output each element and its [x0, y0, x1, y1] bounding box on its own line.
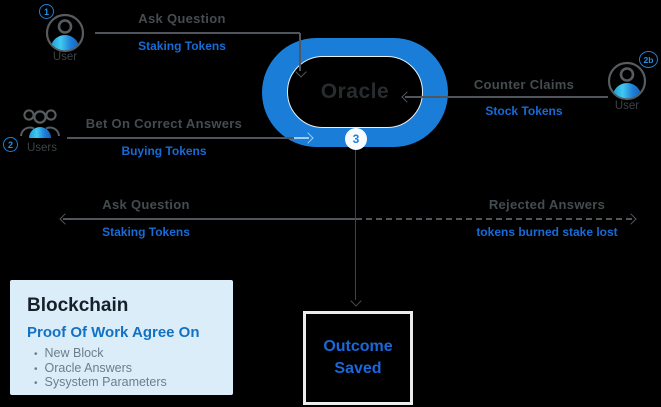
step-badge-2: 2: [3, 137, 18, 152]
edge-rejected-title: Rejected Answers: [488, 197, 606, 212]
edge-ask-question-top-elbow: [299, 33, 301, 71]
outcome-saved-line2: Saved: [334, 360, 382, 377]
blockchain-panel-title: Blockchain: [27, 295, 129, 316]
edge-rejected-dashed-line: [356, 217, 632, 220]
edge-ask-question-mid-line: [63, 218, 356, 220]
user1-label: User: [52, 51, 78, 63]
edge-counter-claims-line: [405, 96, 608, 98]
outcome-saved-box: Outcome Saved: [303, 311, 413, 405]
step-badge-1: 1: [39, 4, 54, 19]
arrow-right-icon: [625, 213, 637, 225]
list-item: New Block: [34, 346, 233, 362]
oracle-label: Oracle: [320, 80, 390, 103]
edge-ask-question-top-line: [95, 32, 300, 34]
edge-ask-question-top-title: Ask Question: [138, 11, 226, 26]
edge-ask-question-mid-subtitle: Staking Tokens: [102, 225, 190, 239]
step-badge-3: 3: [345, 128, 367, 150]
blockchain-panel-list: New Block Oracle Answers Sysystem Parame…: [27, 346, 233, 391]
edge-counter-claims-subtitle: Stock Tokens: [485, 104, 563, 118]
blockchain-panel-subtitle: Proof Of Work Agree On: [27, 324, 200, 341]
edge-bet-line-over-ring: [294, 137, 309, 139]
list-item: Sysystem Parameters: [34, 375, 233, 391]
edge-ask-question-top-subtitle: Staking Tokens: [138, 39, 226, 53]
user2b-label: User: [614, 100, 640, 112]
step-badge-2b: 2b: [639, 51, 658, 68]
edge-bet-line: [67, 137, 297, 139]
users2-label: Users: [26, 142, 58, 154]
arrow-down-icon: [349, 295, 362, 307]
edge-bet-subtitle: Buying Tokens: [121, 144, 207, 158]
list-item: Oracle Answers: [34, 361, 233, 377]
users-group-icon: [17, 105, 63, 143]
edge-rejected-subtitle: tokens burned stake lost: [476, 225, 618, 239]
user-icon: [607, 61, 647, 101]
outcome-saved-line1: Outcome: [323, 338, 393, 355]
edge-ask-question-mid-title: Ask Question: [102, 197, 190, 212]
blockchain-panel: Blockchain Proof Of Work Agree On New Bl…: [10, 280, 233, 395]
arrow-left-icon: [59, 213, 71, 225]
user-icon: [45, 13, 85, 53]
oracle-to-outcome-line: [354, 150, 356, 300]
edge-counter-claims-title: Counter Claims: [473, 77, 575, 92]
oracle-ring-inner: [287, 56, 423, 128]
edge-bet-title: Bet On Correct Answers: [85, 116, 243, 131]
